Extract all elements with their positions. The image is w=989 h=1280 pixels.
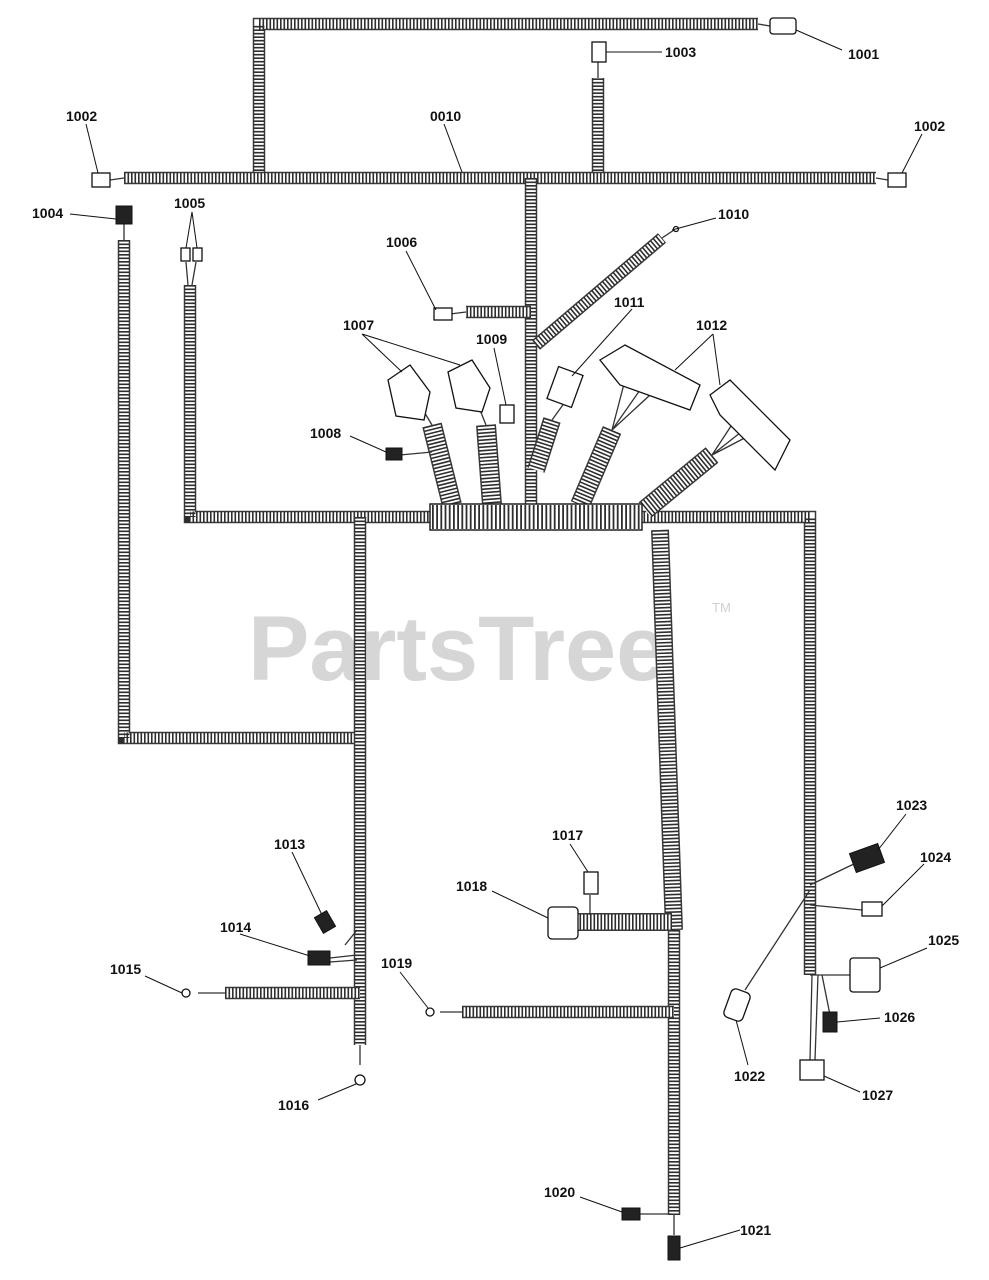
connector-1021 [667,1235,681,1261]
connector-1002-left [91,172,111,188]
callout-1006: 1006 [386,234,417,250]
callout-1018: 1018 [456,878,487,894]
callout-1025: 1025 [928,932,959,948]
callout-labels: 1001 1002 1002 1003 0010 1004 1005 1006 … [32,44,959,1238]
callout-1023: 1023 [896,797,927,813]
callout-1019: 1019 [381,955,412,971]
connector-1006 [433,307,453,321]
callout-1017: 1017 [552,827,583,843]
callout-1011: 1011 [614,294,645,310]
watermark: PartsTree [248,598,667,700]
connector-1013 [313,910,337,934]
connector-1012-b [709,379,791,472]
connectors [91,17,907,1261]
callout-1014: 1014 [220,919,251,935]
connector-1022 [723,988,751,1022]
callout-1020: 1020 [544,1184,575,1200]
callout-1013: 1013 [274,836,305,852]
connector-1025 [849,957,881,993]
connector-1017 [583,871,599,895]
callout-1003: 1003 [665,44,696,60]
callout-1015: 1015 [110,961,141,977]
connector-1026 [822,1011,838,1033]
connector-1001 [769,17,797,35]
connector-1009 [499,404,515,424]
connector-1020 [621,1207,641,1221]
connector-1014 [307,950,331,966]
callout-1021: 1021 [740,1222,771,1238]
connector-1008 [385,447,403,461]
callout-1022: 1022 [734,1068,765,1084]
connector-1023 [848,842,886,874]
connector-1007-a [387,364,431,421]
callout-1010: 1010 [718,206,749,222]
callout-1024: 1024 [920,849,951,865]
connector-1012-a [599,344,701,411]
connector-1024 [861,901,883,917]
connector-1027 [799,1059,825,1081]
connector-1011 [546,365,584,409]
connector-1016 [354,1074,366,1086]
callout-1002-left: 1002 [66,108,97,124]
connector-1018 [547,906,579,940]
connector-1005-b [192,247,203,262]
callout-1009: 1009 [476,331,507,347]
connector-1002-right [887,172,907,188]
callout-1002-right: 1002 [914,118,945,134]
connector-1004 [115,205,133,225]
callout-1027: 1027 [862,1087,893,1103]
connector-1015 [181,988,191,998]
callout-1004: 1004 [32,205,63,221]
connector-1003 [591,41,607,63]
callout-1001: 1001 [848,46,879,62]
callout-1012: 1012 [696,317,727,333]
connector-1019 [425,1007,435,1017]
callout-leaders [69,29,928,1249]
callout-0010: 0010 [430,108,461,124]
callout-1008: 1008 [310,425,341,441]
callout-1005: 1005 [174,195,205,211]
harness-wires [117,17,876,1215]
callout-1026: 1026 [884,1009,915,1025]
connector-1005-a [180,247,191,262]
callout-1007: 1007 [343,317,374,333]
connector-1007-b [447,359,491,413]
callout-1016: 1016 [278,1097,309,1113]
watermark-tm: TM [712,600,731,615]
